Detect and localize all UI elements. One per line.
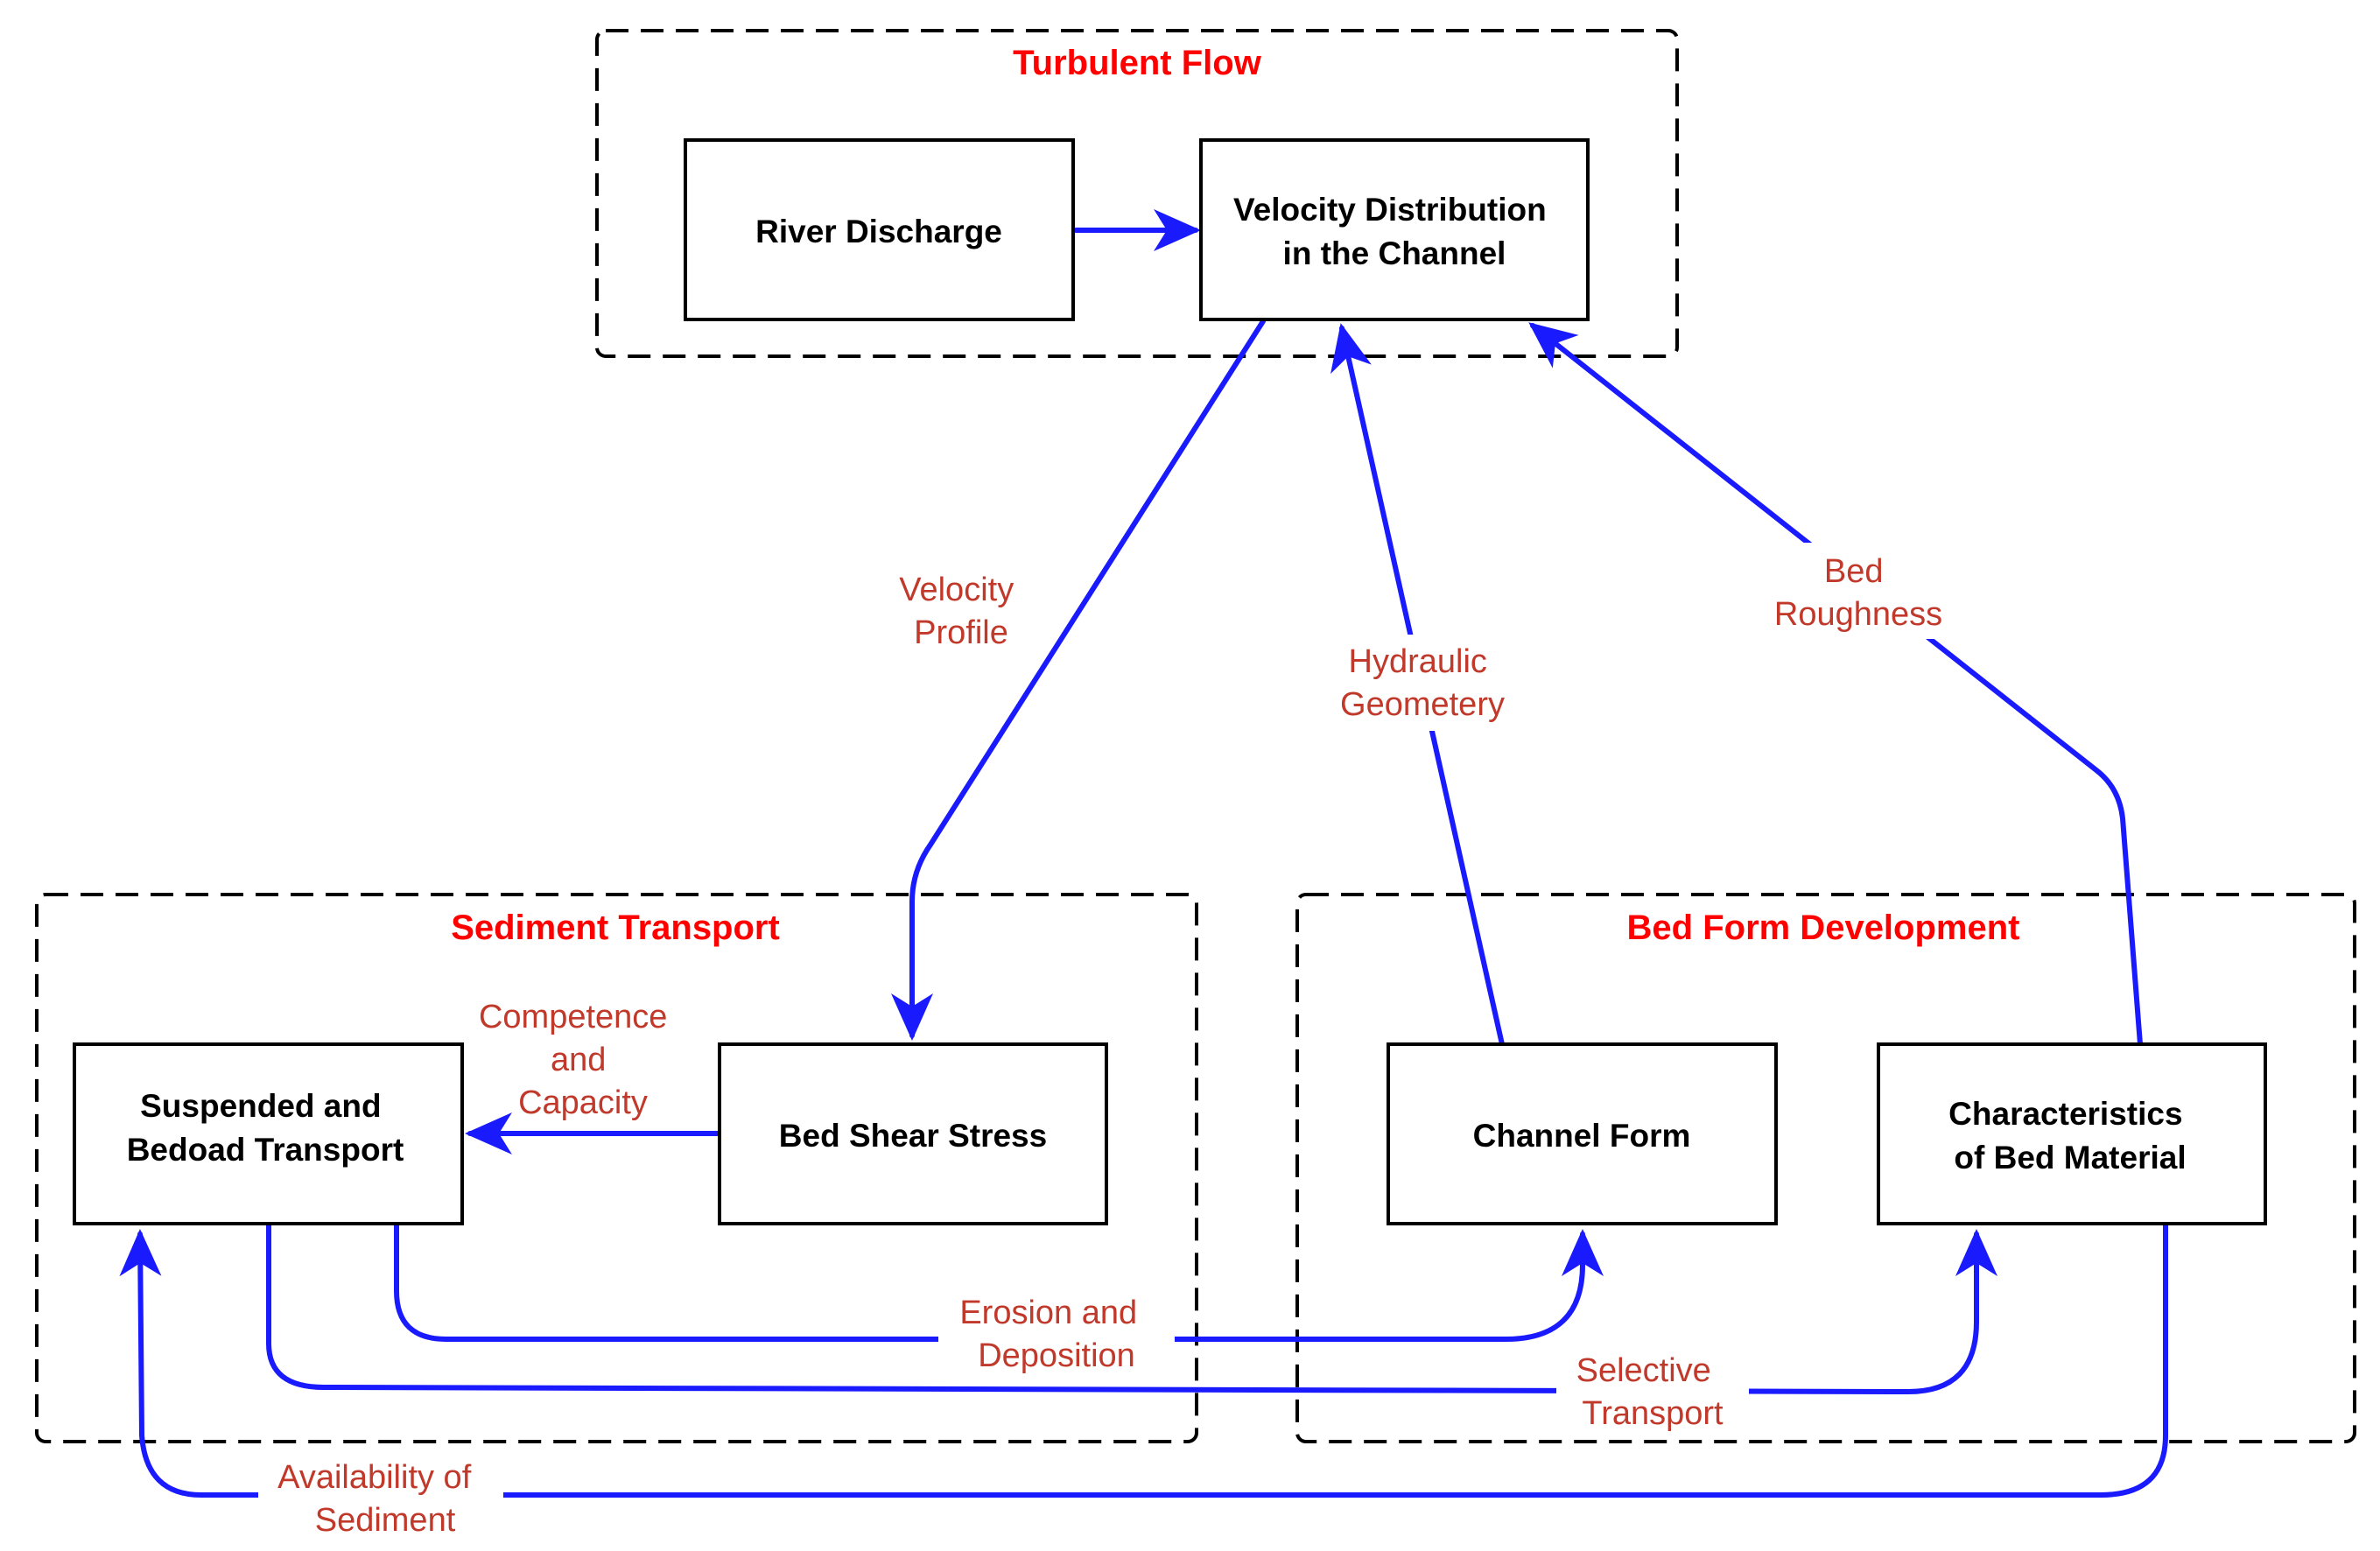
edge-label-velocity-profile-line-1: Velocity: [899, 572, 1014, 608]
edge-label-bed-roughness: Bed Roughness: [1774, 553, 1942, 633]
arrow-selective-transport: [266, 1221, 1997, 1394]
edge-labels: Velocity Profile Hydraulic Geometery Bed…: [277, 553, 1942, 1539]
arrow-velocity-profile: [891, 319, 1266, 1041]
label-velocity-distribution-line-2: in the Channel: [1283, 235, 1506, 271]
group-title-bed-form-development: Bed Form Development: [1627, 909, 2020, 947]
edge-label-competence-capacity: Competence and Capacity: [479, 999, 677, 1121]
arrow-layer: [119, 209, 2168, 1498]
edge-label-gaps: [258, 543, 1968, 1549]
edge-label-competence-capacity-line-2: and: [551, 1042, 606, 1078]
group-turbulent-flow-border: [595, 29, 1679, 358]
gap-bed-roughness: [1758, 543, 1968, 639]
edge-label-erosion-deposition: Erosion and Deposition: [959, 1295, 1146, 1374]
arrow-erosion-deposition: [394, 1221, 1604, 1342]
edge-label-selective-transport: Selective Transport: [1576, 1352, 1724, 1432]
edge-label-selective-transport-line-1: Selective: [1576, 1352, 1711, 1389]
edge-label-erosion-deposition-line-2: Deposition: [978, 1337, 1135, 1374]
edge-label-availability-sediment-line-1: Availability of: [277, 1459, 472, 1496]
label-river-discharge-line-1: River Discharge: [755, 214, 1002, 249]
label-bed-material-line-2: of Bed Material: [1954, 1140, 2186, 1176]
gap-erosion-deposition: [938, 1287, 1175, 1383]
box-suspended-bedload: [73, 1042, 464, 1225]
edge-label-velocity-profile-line-2: Profile: [914, 614, 1008, 651]
box-river-discharge: [684, 138, 1075, 321]
box-bed-material: [1877, 1042, 2267, 1225]
arrow-availability-sediment: [119, 1221, 2168, 1498]
edge-label-erosion-deposition-line-1: Erosion and: [959, 1295, 1137, 1331]
node-river-discharge: River Discharge: [684, 138, 1075, 321]
group-title-sediment-transport: Sediment Transport: [451, 909, 780, 947]
edge-label-bed-roughness-line-2: Roughness: [1774, 596, 1942, 633]
edge-label-hydraulic-geometry-line-2: Geometery: [1340, 686, 1505, 723]
label-bed-material: Characteristics of Bed Material: [1948, 1096, 2192, 1176]
edge-label-competence-capacity-line-1: Competence: [479, 999, 667, 1035]
edge-label-selective-transport-line-2: Transport: [1582, 1395, 1724, 1432]
node-velocity-distribution: Velocity Distribution in the Channel: [1199, 138, 1590, 321]
gap-availability-sediment: [258, 1453, 503, 1549]
label-velocity-distribution: Velocity Distribution in the Channel: [1233, 192, 1555, 271]
node-bed-shear-stress: Bed Shear Stress: [718, 1042, 1108, 1225]
gap-velocity-profile: [884, 560, 1042, 656]
label-velocity-distribution-line-1: Velocity Distribution: [1233, 192, 1547, 228]
edge-label-availability-sediment: Availability of Sediment: [277, 1459, 481, 1539]
group-title-turbulent-flow: Turbulent Flow: [1013, 44, 1262, 82]
box-bed-shear-stress: [718, 1042, 1108, 1225]
label-suspended-bedload-line-2: Bedoad Transport: [127, 1132, 404, 1168]
edge-label-competence-capacity-line-3: Capacity: [518, 1084, 648, 1121]
gap-hydraulic-geometry: [1324, 635, 1521, 731]
node-bed-material: Characteristics of Bed Material: [1877, 1042, 2267, 1225]
gap-selective-transport: [1556, 1344, 1749, 1440]
label-river-discharge: River Discharge: [755, 214, 1002, 249]
arrow-bed-roughness: [1528, 322, 2143, 1047]
group-sediment-transport-border: [35, 893, 1198, 1443]
group-bed-form-development: Bed Form Development: [1295, 893, 2356, 1443]
box-velocity-distribution: [1199, 138, 1590, 321]
edge-label-bed-roughness-line-1: Bed: [1824, 553, 1884, 590]
group-bed-form-border: [1295, 893, 2356, 1443]
edge-label-velocity-profile: Velocity Profile: [899, 572, 1023, 651]
node-suspended-bedload: Suspended and Bedoad Transport: [73, 1042, 464, 1225]
label-bed-shear-stress-line-1: Bed Shear Stress: [779, 1118, 1047, 1154]
label-channel-form: Channel Form: [1473, 1118, 1691, 1154]
label-suspended-bedload-line-1: Suspended and: [140, 1088, 381, 1124]
label-channel-form-line-1: Channel Form: [1473, 1118, 1691, 1154]
group-turbulent-flow: Turbulent Flow: [595, 29, 1679, 358]
edge-label-availability-sediment-line-2: Sediment: [315, 1502, 456, 1539]
node-channel-form: Channel Form: [1387, 1042, 1778, 1225]
label-bed-shear-stress: Bed Shear Stress: [779, 1118, 1047, 1154]
edge-label-hydraulic-geometry: Hydraulic Geometery: [1340, 643, 1505, 723]
box-channel-form: [1387, 1042, 1778, 1225]
label-bed-material-line-1: Characteristics: [1948, 1096, 2182, 1132]
label-suspended-bedload: Suspended and Bedoad Transport: [127, 1088, 404, 1168]
group-sediment-transport: Sediment Transport: [35, 893, 1198, 1443]
edge-label-hydraulic-geometry-line-1: Hydraulic: [1349, 643, 1487, 680]
